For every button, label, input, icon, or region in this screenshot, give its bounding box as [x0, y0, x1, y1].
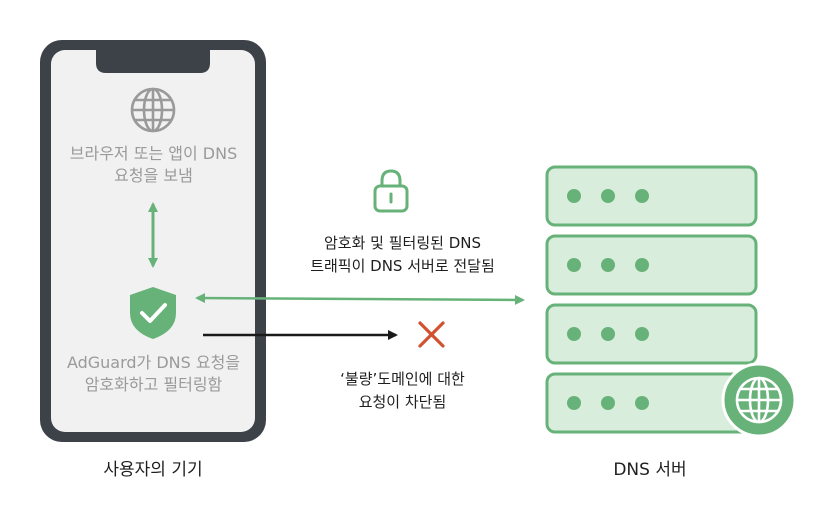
server-indicator-dot [601, 396, 615, 410]
encrypted-traffic-text: 암호화 및 필터링된 DNS 트래픽이 DNS 서버로 전달됨 [310, 234, 495, 275]
globe-icon [130, 87, 176, 133]
server-indicator-dot [601, 327, 615, 341]
browser-request-text: 브라우저 또는 앱이 DNS 요청을 보냄 [69, 144, 238, 185]
server-label: DNS 서버 [613, 460, 687, 480]
shield-check-icon [130, 287, 176, 339]
dns-server-stack [545, 165, 758, 434]
adguard-process-text: AdGuard가 DNS 요청을 암호화하고 필터링함 [66, 353, 241, 394]
server-indicator-dot [567, 258, 581, 272]
server-indicator-dot [601, 189, 615, 203]
lock-icon [373, 169, 409, 213]
server-indicator-dot [567, 189, 581, 203]
server-unit [545, 303, 758, 365]
server-indicator-dot [567, 327, 581, 341]
phone-notch [96, 50, 210, 73]
encrypted-traffic-arrow [195, 293, 525, 305]
server-indicator-dot [635, 327, 649, 341]
blocked-request-text: ‘불량’도메인에 대한 요청이 차단됨 [340, 370, 465, 411]
server-unit [545, 234, 758, 296]
server-unit [545, 372, 758, 434]
server-indicator-dot [601, 258, 615, 272]
server-indicator-dot [635, 189, 649, 203]
server-indicator-dot [635, 396, 649, 410]
cross-icon [418, 321, 445, 348]
server-unit [545, 165, 758, 227]
server-indicator-dot [635, 258, 649, 272]
device-label: 사용자의 기기 [103, 460, 203, 480]
globe-badge-icon [721, 362, 797, 438]
server-indicator-dot [567, 396, 581, 410]
